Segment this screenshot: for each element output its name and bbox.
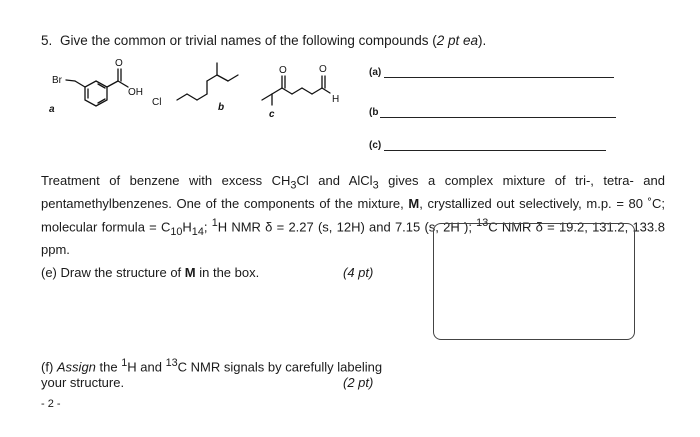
para-sub-2: 3 [372,179,379,192]
para-text-5: ; [203,218,212,234]
part-f-text1: the [95,359,122,375]
para-text-7: C NMR δ = 19.2, 131.2, 133.8 ppm. [41,218,665,258]
atom-o3: O [279,65,287,76]
para-text-4: , crystallized out selectively, m.p. = 8… [41,196,665,234]
para-h: H [182,218,192,234]
para-sup-13: 13 [476,216,489,229]
part-f: (f) Assign the 1H and 13C NMR signals by… [41,357,383,375]
compound-m: M [408,196,420,212]
label-b: b [218,102,224,113]
answer-a-label: (a) [369,67,382,78]
para-sup-1: 1 [211,216,218,229]
label-c: c [269,109,275,120]
question-points: 2 pt ea [436,33,478,48]
para-text-6: H NMR δ = 2.27 (s, 12H) and 7.15 (s, 2H … [217,218,477,234]
part-f-sup13: 13 [165,357,178,369]
para-sub-1: 3 [290,179,297,192]
part-e-text2: in the box. [195,265,260,280]
part-f-text3: C NMR signals by carefully labeling [177,359,383,375]
label-a: a [49,104,55,115]
atom-cl: Cl [152,97,161,108]
part-f-assign: Assign [56,359,96,375]
part-f-line2: your structure. [41,375,125,390]
para-c-sub: 10 [170,225,183,238]
para-h-sub: 14 [191,225,204,238]
page-number: - 2 - [41,398,61,410]
part-e: (e) Draw the structure of M in the box. [41,265,259,280]
para-text-1: Treatment of benzene with excess CH [41,173,291,188]
structure-answer-box[interactable] [433,223,635,340]
atom-oh: OH [128,87,143,98]
atom-h: H [332,94,339,105]
question-close: ). [478,33,487,48]
problem-paragraph: Treatment of benzene with excess CH3Cl a… [41,172,665,260]
answer-c-label: (c) [369,140,382,151]
part-e-text: (e) Draw the structure of [41,265,185,280]
atom-o1: O [115,58,123,69]
question-number: 5. [41,33,53,48]
answer-b-line[interactable] [380,117,616,118]
part-f-sup1: 1 [121,357,128,369]
question-header: 5. Give the common or trivial names of t… [41,33,486,48]
part-e-points: (4 pt) [343,265,374,280]
part-f-text2: H and [127,359,166,375]
answer-b-label: (b [369,107,379,118]
answer-c-line[interactable] [384,150,606,151]
para-text-3: gives a complex mixture of tri-, tetra- … [41,173,665,212]
atom-o-aldehyde: O [319,64,327,75]
structures-drawing: Br O OH a Cl O b O c H [49,58,339,120]
question-text: Give the common or trivial names of the … [60,33,437,48]
atom-br: Br [52,75,63,86]
para-text-2: Cl and AlCl [296,173,373,188]
answer-a-line[interactable] [384,77,614,78]
part-f-points: (2 pt) [343,375,374,390]
part-e-m: M [184,265,196,280]
